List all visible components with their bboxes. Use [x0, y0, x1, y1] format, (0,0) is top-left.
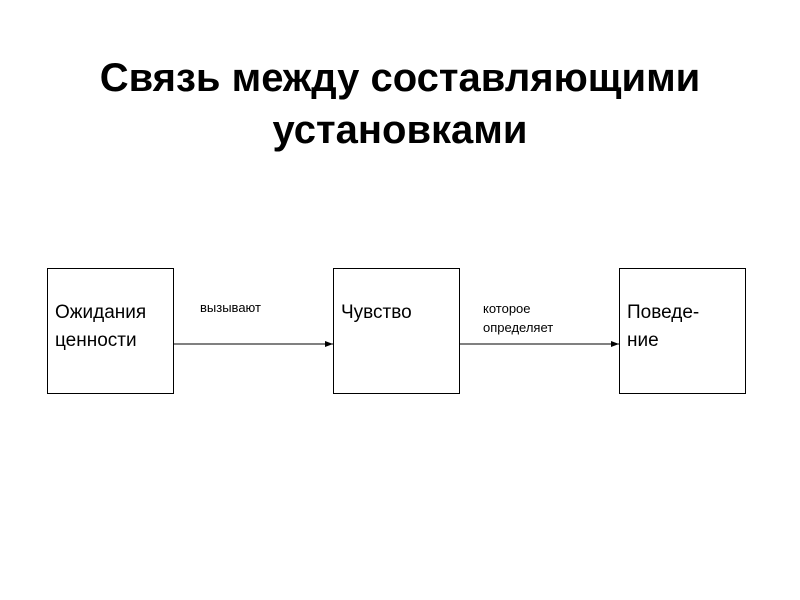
box-expectations-line-2: ценности	[55, 330, 137, 351]
connector-label-determines: которое определяет	[483, 299, 553, 337]
box-expectations-values: Ожидания ценности	[47, 268, 174, 394]
box-expectations-line-1: Ожидания	[55, 302, 147, 323]
box-feeling: Чувство	[333, 268, 460, 394]
box-feeling-line-1: Чувство	[341, 302, 412, 323]
box-feeling-label: Чувство	[341, 299, 412, 327]
box-behavior: Поведе- ние	[619, 268, 746, 394]
connector-label-determines-line-2: определяет	[483, 320, 554, 335]
slide-title: Связь между составляющими установками	[40, 52, 760, 156]
box-expectations-label: Ожидания ценности	[55, 299, 146, 355]
box-behavior-line-1: Поведе-	[627, 302, 700, 323]
box-behavior-label: Поведе- ние	[627, 299, 699, 355]
connector-label-determines-line-1: которое	[483, 301, 531, 316]
box-behavior-line-2: ние	[627, 330, 659, 351]
slide-title-line-1: Связь между составляющими	[99, 56, 701, 100]
connector-label-cause: вызывают	[200, 298, 261, 317]
connector-label-cause-line-1: вызывают	[200, 300, 261, 315]
slide-title-line-2: установками	[272, 108, 528, 152]
